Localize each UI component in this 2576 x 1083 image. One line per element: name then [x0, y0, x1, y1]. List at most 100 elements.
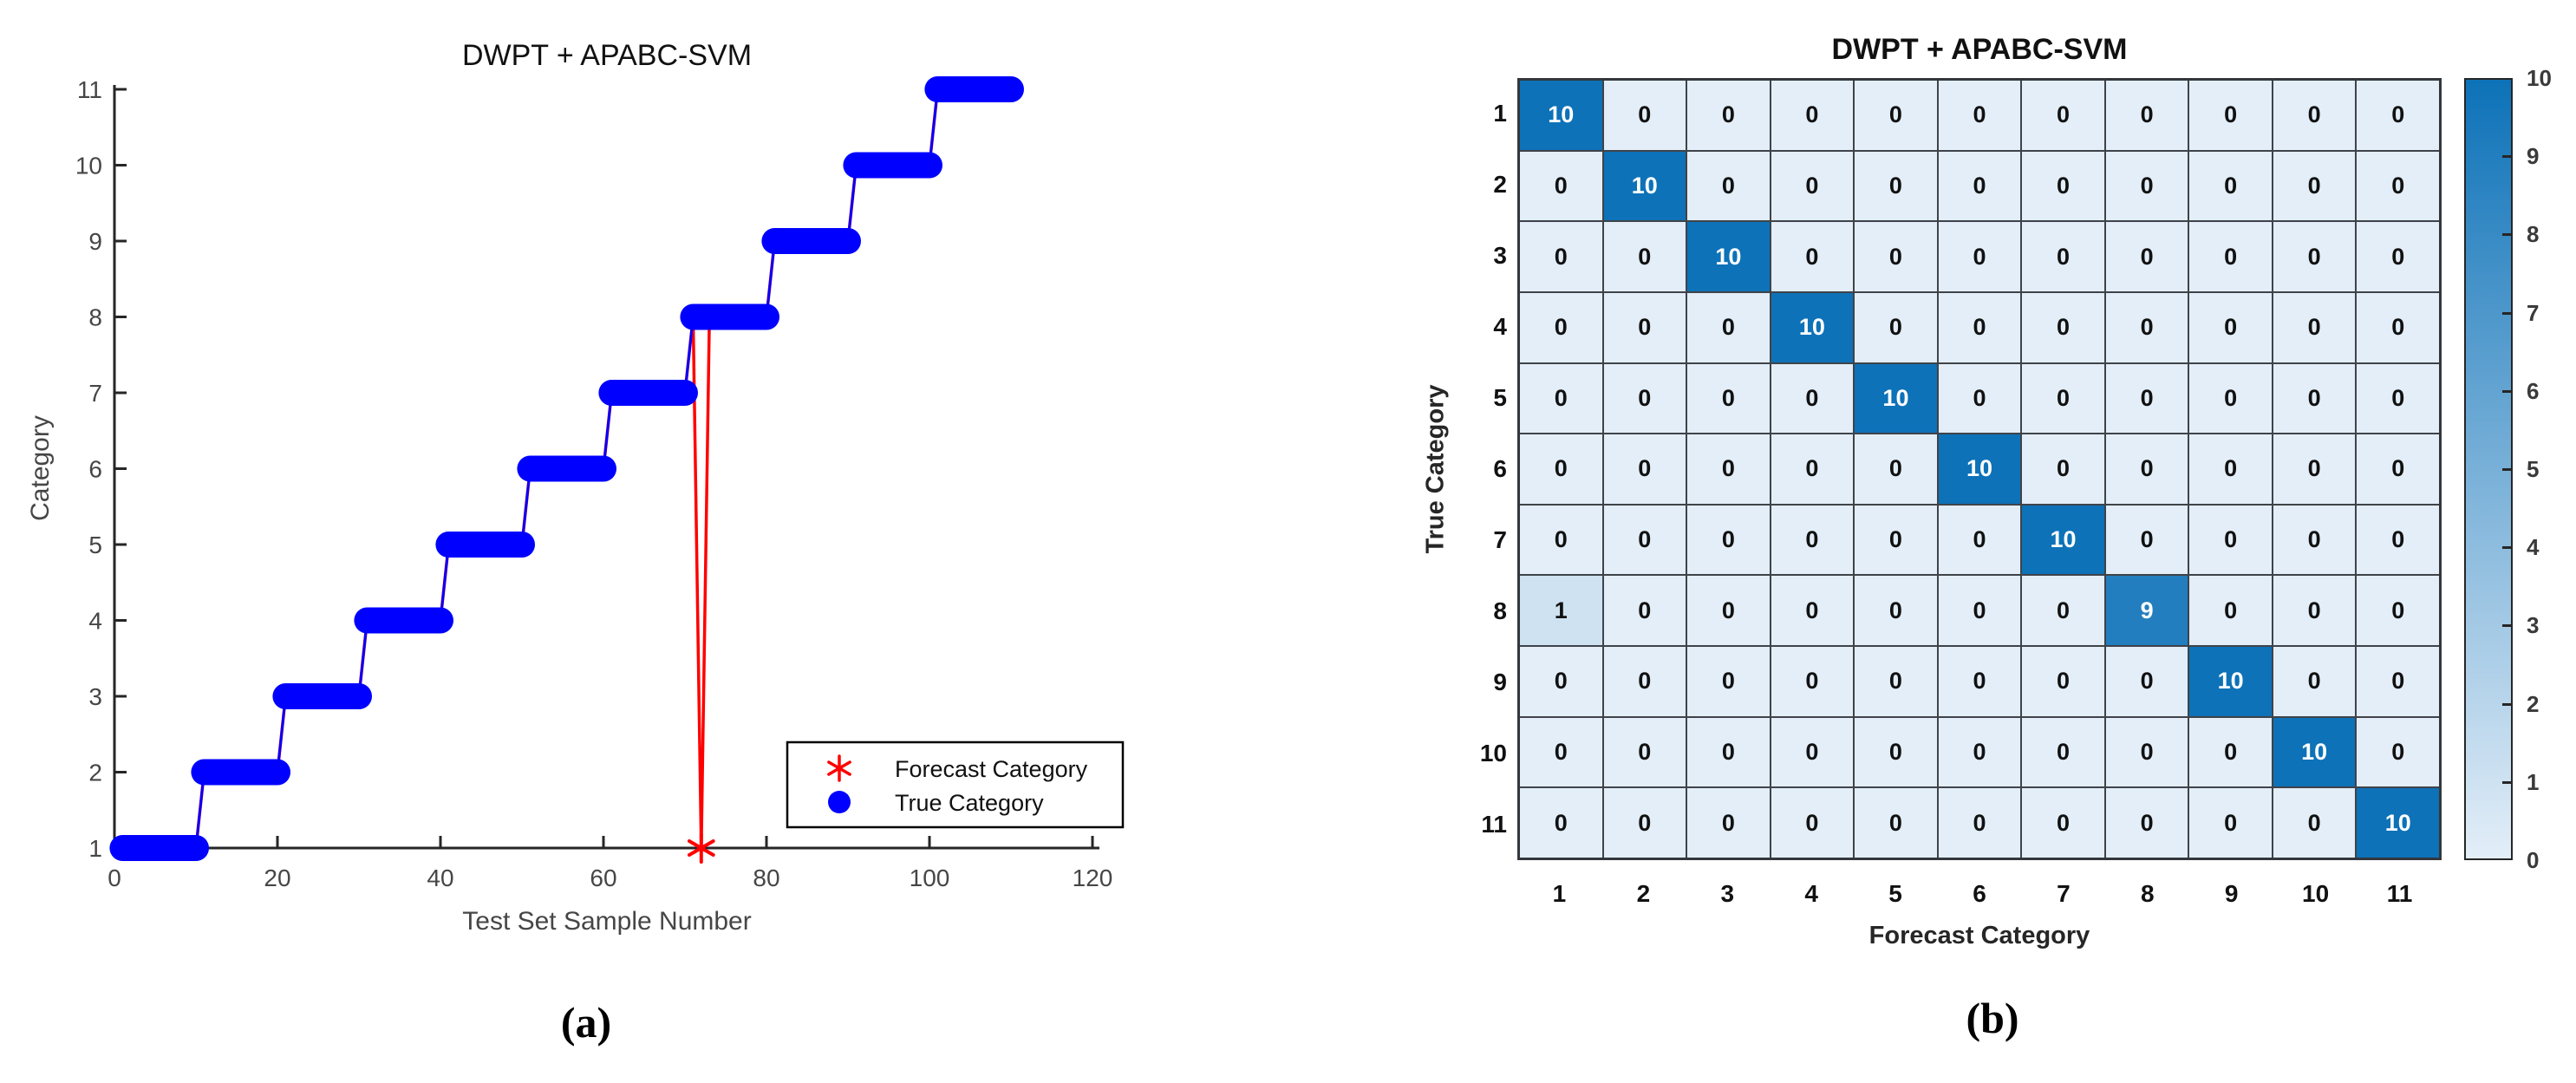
- heatmap-cell-11-5: 0: [1855, 788, 1937, 858]
- true-category-step: [598, 380, 698, 406]
- heatmap-cell-3-3: 10: [1687, 222, 1770, 291]
- colorbar-label-9: 9: [2527, 143, 2540, 170]
- heatmap-cell-7-7: 10: [2022, 505, 2104, 575]
- x-tick-label: 40: [427, 864, 453, 891]
- colorbar-tick-9: [2502, 155, 2511, 159]
- heatmap-cell-9-10: 0: [2273, 647, 2356, 716]
- heatmap-cell-7-3: 0: [1687, 505, 1770, 575]
- heatmap-cell-11-4: 0: [1771, 788, 1854, 858]
- heatmap-cell-1-11: 0: [2357, 81, 2439, 150]
- legend-label-forecast: Forecast Category: [895, 756, 1088, 782]
- y-tick-label: 1: [88, 835, 102, 862]
- panel-b-title: DWPT + APABC-SVM: [1831, 33, 2128, 66]
- panel-a-letter: (a): [560, 998, 612, 1047]
- heatmap-cell-2-3: 0: [1687, 151, 1770, 221]
- heatmap-cell-4-6: 0: [1938, 292, 2021, 362]
- heatmap-cell-8-9: 0: [2189, 576, 2272, 646]
- heatmap-cell-9-6: 0: [1938, 647, 2021, 716]
- heatmap-cell-2-1: 0: [1520, 151, 1602, 221]
- heatmap-cell-11-1: 0: [1520, 788, 1602, 858]
- row-label-3: 3: [1493, 242, 1507, 269]
- y-tick-label: 11: [77, 76, 102, 103]
- heatmap-cell-8-10: 0: [2273, 576, 2356, 646]
- heatmap-cell-3-8: 0: [2105, 222, 2188, 291]
- heatmap-cell-10-3: 0: [1687, 717, 1770, 787]
- true-category-step: [761, 228, 861, 254]
- row-label-9: 9: [1493, 669, 1507, 695]
- panel-b-letter: (b): [1966, 994, 2019, 1042]
- heatmap-cell-7-4: 0: [1771, 505, 1854, 575]
- heatmap-cell-9-8: 0: [2105, 647, 2188, 716]
- colorbar-label-4: 4: [2527, 534, 2540, 561]
- row-label-8: 8: [1493, 597, 1507, 624]
- heatmap-cell-8-4: 0: [1771, 576, 1854, 646]
- heatmap-cell-1-9: 0: [2189, 81, 2272, 150]
- col-label-2: 2: [1636, 880, 1651, 907]
- heatmap-cell-2-4: 0: [1771, 151, 1854, 221]
- heatmap-cell-2-2: 10: [1603, 151, 1686, 221]
- heatmap-cell-11-6: 0: [1938, 788, 2021, 858]
- heatmap-cell-5-6: 0: [1938, 363, 2021, 434]
- heatmap-cell-3-11: 0: [2357, 222, 2439, 291]
- heatmap-cell-4-5: 0: [1855, 292, 1937, 362]
- col-label-11: 11: [2386, 880, 2413, 907]
- col-label-6: 6: [1973, 880, 1986, 907]
- colorbar-label-2: 2: [2527, 690, 2540, 717]
- heatmap-cell-10-5: 0: [1855, 717, 1937, 787]
- true-category-step: [517, 455, 616, 482]
- heatmap-cell-7-5: 0: [1855, 505, 1937, 575]
- heatmap-cell-5-11: 0: [2357, 363, 2439, 434]
- y-tick-label: 4: [88, 608, 102, 635]
- legend-asterisk-icon: [827, 754, 851, 782]
- colorbar-label-1: 1: [2527, 768, 2540, 795]
- colorbar-tick-6: [2502, 389, 2511, 393]
- x-tick-label: 20: [264, 864, 290, 891]
- heatmap-cell-8-2: 0: [1603, 576, 1686, 646]
- true-category-step: [272, 683, 372, 709]
- heatmap-cell-3-4: 0: [1771, 222, 1854, 291]
- heatmap-cell-8-8: 9: [2105, 576, 2188, 646]
- panel-a-title: DWPT + APABC-SVM: [461, 39, 753, 72]
- heatmap-cell-3-1: 0: [1520, 222, 1602, 291]
- heatmap-cell-3-9: 0: [2189, 222, 2272, 291]
- heatmap-cell-8-5: 0: [1855, 576, 1937, 646]
- heatmap-cell-5-5: 10: [1855, 363, 1937, 434]
- heatmap-cell-5-10: 0: [2273, 363, 2356, 434]
- heatmap-cell-8-7: 0: [2022, 576, 2104, 646]
- col-label-9: 9: [2224, 880, 2239, 907]
- colorbar-label-8: 8: [2527, 221, 2540, 248]
- heatmap-cell-1-8: 0: [2105, 81, 2188, 150]
- true-category-step: [680, 303, 779, 330]
- heatmap-cell-4-11: 0: [2357, 292, 2439, 362]
- heatmap-cell-11-10: 0: [2273, 788, 2356, 858]
- heatmap-cell-9-7: 0: [2022, 647, 2104, 716]
- heatmap-cell-2-11: 0: [2357, 151, 2439, 221]
- heatmap-cell-2-10: 0: [2273, 151, 2356, 221]
- heatmap-cell-8-1: 1: [1520, 576, 1602, 646]
- heatmap-cell-4-8: 0: [2105, 292, 2188, 362]
- heatmap-cell-5-8: 0: [2105, 363, 2188, 434]
- legend-label-true: True Category: [895, 790, 1044, 816]
- heatmap-cell-6-6: 10: [1938, 434, 2021, 504]
- heatmap-cell-4-10: 0: [2273, 292, 2356, 362]
- heatmap-cell-2-6: 0: [1938, 151, 2021, 221]
- heatmap-cell-2-8: 0: [2105, 151, 2188, 221]
- colorbar-label-5: 5: [2527, 456, 2540, 482]
- heatmap-cell-9-5: 0: [1855, 647, 1937, 716]
- heatmap-cell-10-4: 0: [1771, 717, 1854, 787]
- heatmap-cell-1-7: 0: [2022, 81, 2104, 150]
- heatmap-cell-5-2: 0: [1603, 363, 1686, 434]
- y-tick-label: 8: [88, 304, 102, 331]
- heatmap-cell-6-10: 0: [2273, 434, 2356, 504]
- heatmap-cell-1-10: 0: [2273, 81, 2356, 150]
- true-category-step: [354, 607, 453, 634]
- heatmap-cell-6-2: 0: [1603, 434, 1686, 504]
- heatmap-cell-6-7: 0: [2022, 434, 2104, 504]
- x-tick-label: 60: [590, 864, 616, 891]
- colorbar-tick-2: [2502, 702, 2511, 706]
- colorbar-tick-1: [2502, 780, 2511, 784]
- heatmap-cell-1-1: 10: [1520, 81, 1602, 150]
- heatmap-cell-5-1: 0: [1520, 363, 1602, 434]
- col-label-8: 8: [2141, 880, 2155, 907]
